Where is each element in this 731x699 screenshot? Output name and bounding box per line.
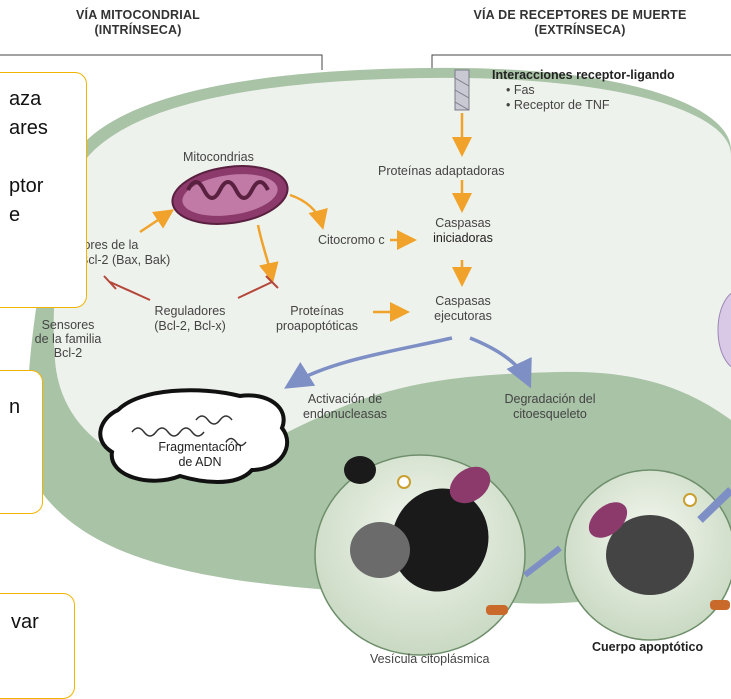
callout-1-line4: ptor <box>9 172 86 201</box>
header-extrinsic-line2: (EXTRÍNSECA) <box>440 23 720 38</box>
sensores-line1: Sensores <box>28 318 108 332</box>
proteinas-pro-line2: proapoptóticas <box>262 319 372 334</box>
efectores-line1: tores de la <box>80 238 170 253</box>
callout-1-line3 <box>9 143 86 172</box>
label-proteinas-proapoptoticas: Proteínas proapoptóticas <box>262 304 372 334</box>
label-sensores: Sensores de la familia Bcl-2 <box>28 318 108 360</box>
label-degradacion: Degradación del citoesqueleto <box>490 392 610 422</box>
activacion-line2: endonucleasas <box>290 407 400 422</box>
label-activacion: Activación de endonucleasas <box>290 392 400 422</box>
sensores-line2: de la familia <box>28 332 108 346</box>
label-mitocondrias: Mitocondrias <box>183 150 254 165</box>
caspasas-iniciadoras-line2: iniciadoras <box>418 231 508 246</box>
header-intrinsic: VÍA MITOCONDRIAL (INTRÍNSECA) <box>38 8 238 38</box>
degradacion-line1: Degradación del <box>490 392 610 407</box>
label-vesicula: Vesícula citoplásmica <box>370 652 490 667</box>
sensores-line3: Bcl-2 <box>28 346 108 360</box>
label-efectores: tores de la Bcl-2 (Bax, Bak) <box>80 238 170 268</box>
activacion-line1: Activación de <box>290 392 400 407</box>
callout-box-3: var <box>0 593 75 699</box>
caspasas-iniciadoras-line1: Caspasas <box>418 216 508 231</box>
fragmentacion-line2: de ADN <box>150 455 250 470</box>
apoptotic-body-icon <box>565 470 731 640</box>
callout-box-2: n <box>0 370 43 514</box>
label-caspasas-ejecutoras: Caspasas ejecutoras <box>418 294 508 324</box>
label-citocromo: Citocromo c <box>318 233 385 248</box>
fragmentacion-line1: Fragmentación <box>150 440 250 455</box>
label-cuerpo-apoptotico: Cuerpo apoptótico <box>592 640 703 655</box>
receptor-item-fas: • Fas <box>492 83 731 98</box>
caspasas-ejecutoras-line1: Caspasas <box>418 294 508 309</box>
label-fragmentacion: Fragmentación de ADN <box>150 440 250 470</box>
receptor-title: Interacciones receptor-ligando <box>492 68 731 83</box>
reguladores-line2: (Bcl-2, Bcl-x) <box>140 319 240 334</box>
label-caspasas-iniciadoras: Caspasas iniciadoras <box>418 216 508 246</box>
header-extrinsic-line1: VÍA DE RECEPTORES DE MUERTE <box>440 8 720 23</box>
receptor-icon <box>455 70 469 110</box>
callout-box-1: aza ares ptor e <box>0 72 87 308</box>
degradacion-line2: citoesqueleto <box>490 407 610 422</box>
cytoplasmic-vesicle-icon <box>315 455 525 655</box>
callout-1-line5: e <box>9 201 86 230</box>
receptor-item-tnf: • Receptor de TNF <box>492 98 731 113</box>
callout-1-line2: ares <box>9 114 86 143</box>
intrinsic-bracket <box>0 55 322 70</box>
header-extrinsic: VÍA DE RECEPTORES DE MUERTE (EXTRÍNSECA) <box>440 8 720 38</box>
proteinas-pro-line1: Proteínas <box>262 304 372 319</box>
reguladores-line1: Reguladores <box>140 304 240 319</box>
header-intrinsic-line2: (INTRÍNSECA) <box>38 23 238 38</box>
callout-2-line1: n <box>9 393 42 422</box>
caspasas-ejecutoras-line2: ejecutoras <box>418 309 508 324</box>
callout-1-line1: aza <box>9 85 86 114</box>
label-reguladores: Reguladores (Bcl-2, Bcl-x) <box>140 304 240 334</box>
label-proteinas-adaptadoras: Proteínas adaptadoras <box>378 164 504 179</box>
callout-3-line1: var <box>11 608 74 637</box>
header-intrinsic-line1: VÍA MITOCONDRIAL <box>38 8 238 23</box>
receptor-block: Interacciones receptor-ligando • Fas • R… <box>492 68 731 113</box>
efectores-line2: Bcl-2 (Bax, Bak) <box>80 253 170 268</box>
